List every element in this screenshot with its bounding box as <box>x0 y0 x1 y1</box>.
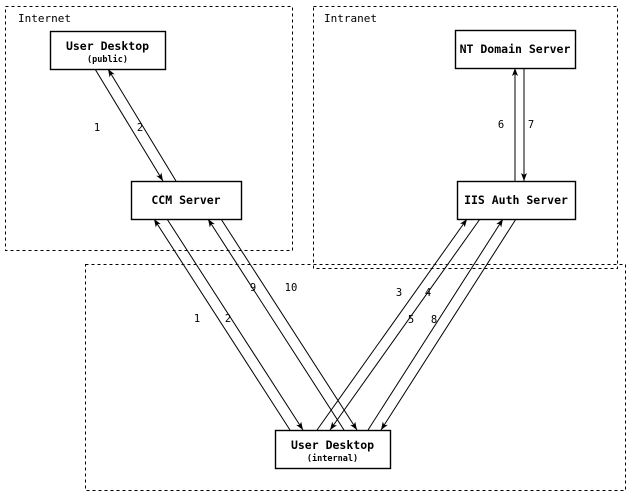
node-title-ccm-server: CCM Server <box>151 193 220 207</box>
step-number-label-8-iis-auth-server: 8 <box>431 314 437 326</box>
step-number-label-7-nt-domain-server: 7 <box>528 119 534 131</box>
flow-arrow-step-10-ccm-server-to-user-desktop-internal <box>220 218 358 431</box>
zone-label-intranet: Intranet <box>324 12 377 25</box>
zone-boundary-intranet <box>313 6 618 269</box>
step-labels-group: 1 2 1 2 9 10 3 4 5 8 6 7 <box>94 119 534 326</box>
step-number-label-1-user-desktop-public: 1 <box>94 122 100 134</box>
flow-arrow-step-1-user-desktop-internal-to-ccm-server <box>153 218 291 431</box>
node-subtitle-user-desktop-internal: (internal) <box>307 453 358 464</box>
zone-boundaries-group: Internet Intranet <box>5 6 626 491</box>
node-box-iis-auth-server[interactable] <box>456 180 577 221</box>
step-number-label-9-user-desktop-internal: 9 <box>250 282 256 294</box>
node-subtitle-user-desktop-public: (public) <box>87 54 128 65</box>
flow-arrow-step-2-ccm-server-to-user-desktop-internal <box>166 218 304 431</box>
step-number-label-3-user-desktop-internal: 3 <box>396 287 402 299</box>
node-title-iis-auth-server: IIS Auth Server <box>464 193 568 207</box>
flow-arrow-step-4-iis-auth-server-to-user-desktop-internal <box>329 218 481 431</box>
node-box-ccm-server[interactable] <box>130 180 243 221</box>
step-number-label-2-ccm-server: 2 <box>137 122 143 134</box>
flow-arrow-step-1-user-desktop-public-to-ccm-server <box>94 68 164 182</box>
node-box-user-desktop-public[interactable] <box>49 30 167 71</box>
flow-arrow-step-9-user-desktop-internal-to-ccm-server <box>207 218 345 431</box>
node-title-nt-domain-server: NT Domain Server <box>460 42 571 56</box>
flow-arrow-step-3-user-desktop-internal-to-iis-auth-server <box>316 218 468 431</box>
step-number-label-2-ccm-server: 2 <box>225 313 231 325</box>
step-number-label-10-ccm-server: 10 <box>285 282 298 294</box>
flow-arrow-step-5-user-desktop-internal-to-iis-auth-server <box>367 218 504 431</box>
step-number-label-6-iis-auth-server: 6 <box>498 119 504 131</box>
zone-label-internet: Internet <box>18 12 71 25</box>
step-number-label-5-user-desktop-internal: 5 <box>408 314 414 326</box>
node-title-user-desktop-public: User Desktop <box>66 39 149 53</box>
flow-arrow-step-8-iis-auth-server-to-user-desktop-internal <box>380 218 517 431</box>
step-number-label-4-iis-auth-server: 4 <box>425 287 431 299</box>
flow-arrow-step-2-ccm-server-to-user-desktop-public <box>107 68 177 182</box>
step-number-label-1-user-desktop-internal: 1 <box>194 313 200 325</box>
node-box-user-desktop-internal[interactable] <box>274 429 392 470</box>
zone-boundary-internal-network <box>85 264 626 491</box>
node-title-user-desktop-internal: User Desktop <box>291 438 374 452</box>
flow-arrows-group <box>94 68 527 431</box>
zone-boundary-internet <box>5 6 293 251</box>
node-box-nt-domain-server[interactable] <box>454 29 577 70</box>
